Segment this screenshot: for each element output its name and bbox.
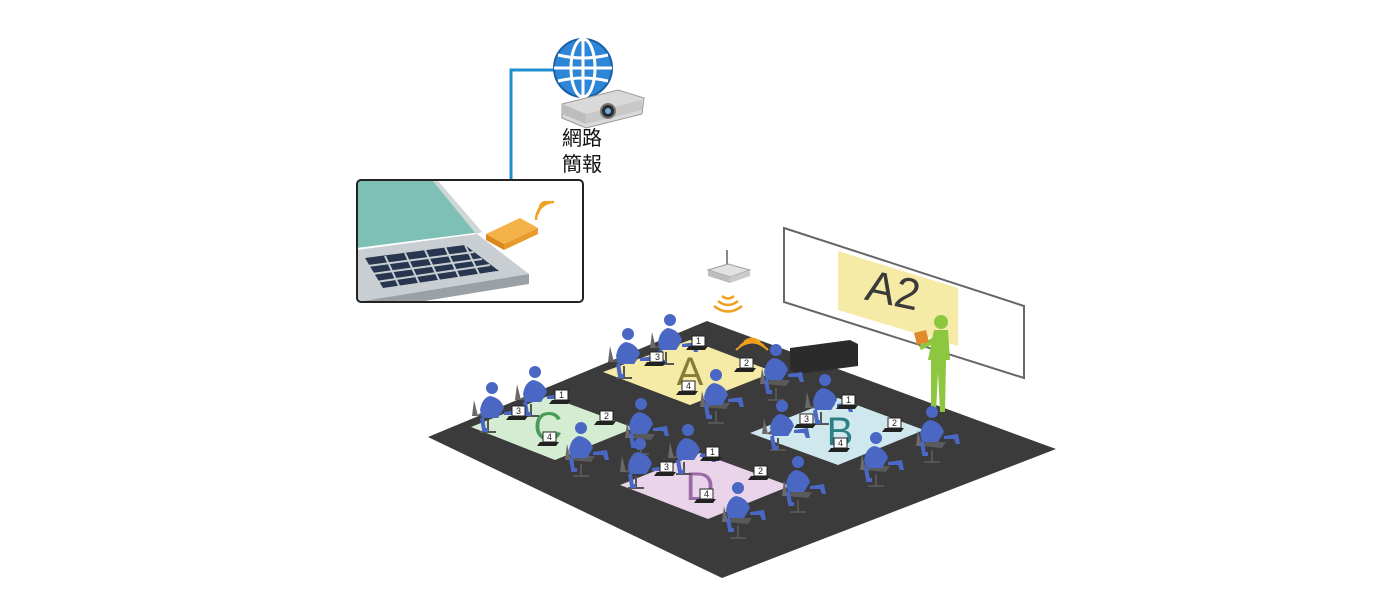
classroom-floor bbox=[428, 321, 1056, 578]
laptop-icon bbox=[357, 180, 529, 302]
seat-number: 2 bbox=[892, 418, 897, 428]
dongle-icon bbox=[486, 218, 538, 250]
presenter bbox=[914, 315, 950, 412]
seat-number: 3 bbox=[655, 352, 660, 362]
screen-label: A2 bbox=[862, 261, 925, 320]
globe-icon bbox=[553, 37, 613, 99]
network-cable bbox=[509, 68, 556, 213]
seat-number: 2 bbox=[604, 411, 609, 421]
ceiling-projector-icon bbox=[706, 250, 752, 283]
seat-number: 2 bbox=[744, 358, 749, 368]
seat-number: 4 bbox=[547, 432, 552, 442]
caption-line-2: 簡報 bbox=[562, 152, 602, 176]
wifi-icon bbox=[534, 200, 555, 221]
seat-number: 4 bbox=[686, 381, 691, 391]
seat-number: 4 bbox=[704, 489, 709, 499]
projection-screen: A2 bbox=[783, 226, 1025, 380]
wifi-icon bbox=[713, 294, 743, 313]
seat-number: 2 bbox=[758, 466, 763, 476]
seat-number: 1 bbox=[696, 336, 701, 346]
seat-number: 3 bbox=[516, 406, 521, 416]
zone-b bbox=[750, 398, 924, 465]
seat-number: 1 bbox=[559, 390, 564, 400]
wifi-icon bbox=[735, 337, 769, 351]
seat-number: 3 bbox=[804, 414, 809, 424]
zone-a bbox=[603, 340, 774, 405]
seat-number: 1 bbox=[710, 447, 715, 457]
laptop-inset bbox=[356, 179, 584, 303]
seat-number: 1 bbox=[846, 395, 851, 405]
caption-line-1: 網路 bbox=[562, 126, 602, 150]
seat-number: 4 bbox=[838, 438, 843, 448]
seat-number: 3 bbox=[664, 462, 669, 472]
projector-icon bbox=[561, 89, 645, 129]
